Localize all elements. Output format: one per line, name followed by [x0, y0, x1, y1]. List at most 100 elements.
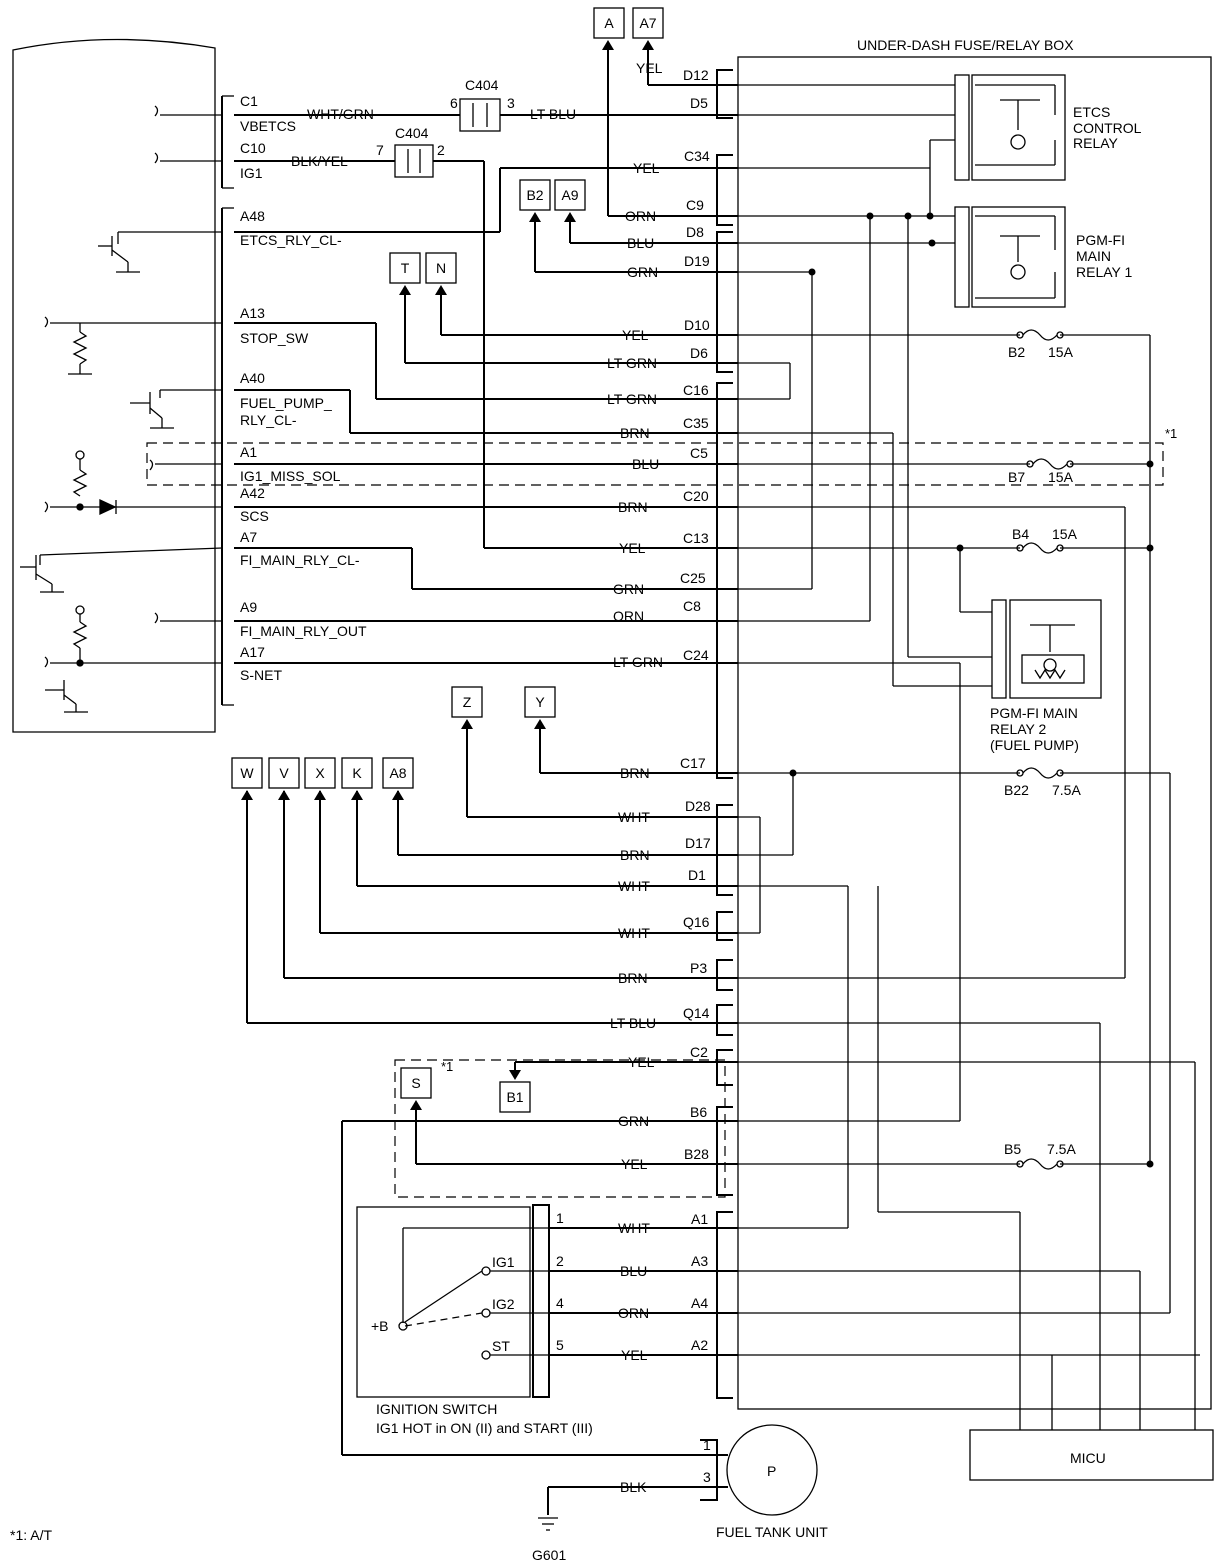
fuel-tank-unit-label: FUEL TANK UNIT [716, 1524, 828, 1540]
terminal-id: C25 [680, 570, 706, 586]
fuse-box-connectors [716, 69, 733, 1399]
arrow-icon [410, 1100, 422, 1110]
reference-box [632, 7, 664, 39]
arrow-icon [392, 790, 404, 800]
arrow-icon [351, 790, 363, 800]
pcm-pin-name: FI_MAIN_RLY_OUT [240, 623, 367, 639]
terminal-id: B28 [684, 1146, 709, 1162]
ignition-pin: 4 [556, 1295, 564, 1311]
reference-label: K [352, 765, 362, 781]
pcm-pin: A40 [240, 370, 265, 386]
reference-box [451, 686, 483, 718]
ignition-switch-label: IGNITION SWITCH [376, 1401, 497, 1417]
fuel-pump-wire-color: BLK [620, 1479, 647, 1495]
relay-label: PGM-FI [1076, 232, 1125, 248]
reference-box [593, 7, 625, 39]
c404-connector [394, 98, 501, 178]
pcm-pin: C1 [240, 93, 258, 109]
terminal-id: C20 [683, 488, 709, 504]
terminal-id: C9 [686, 197, 704, 213]
reference-label: A8 [389, 765, 406, 781]
pcm-pin-name: S-NET [240, 667, 282, 683]
ignition-contact: IG2 [492, 1296, 515, 1312]
terminal-id: D10 [684, 317, 710, 333]
reference-label: Y [535, 694, 545, 710]
arrow-icon [529, 212, 541, 222]
terminal-id: A1 [691, 1211, 708, 1227]
terminal-id: C16 [683, 382, 709, 398]
ground-label: G601 [532, 1547, 566, 1563]
terminal-id: D17 [685, 835, 711, 851]
fuse-rating: 15A [1048, 469, 1074, 485]
ignition-contact: IG1 [492, 1254, 515, 1270]
pcm-pin: A1 [240, 444, 257, 460]
ignition-pin: 2 [556, 1253, 564, 1269]
reference-label: B1 [506, 1089, 523, 1105]
terminal-id: D12 [683, 67, 709, 83]
terminal-id: D8 [686, 224, 704, 240]
terminal-id: D6 [690, 345, 708, 361]
ignition-switch-box [356, 1206, 531, 1398]
reference-label: A9 [561, 187, 578, 203]
ignition-pin: 5 [556, 1337, 564, 1353]
reference-label: W [240, 765, 254, 781]
arrow-icon [314, 790, 326, 800]
wire-color: LT BLU [530, 106, 576, 122]
fuse-rating: 15A [1052, 526, 1078, 542]
relay-label: PGM-FI MAIN [990, 705, 1078, 721]
pcm-pin-name: IG1_MISS_SOL [240, 468, 341, 484]
fuel-pump-pin: 1 [703, 1437, 711, 1453]
reference-label: S [411, 1075, 420, 1091]
fuse-symbols [1016, 329, 1074, 1170]
fuse-id: B4 [1012, 526, 1029, 542]
pcm-pin-name: RLY_CL- [240, 412, 297, 428]
pcm-pin: A13 [240, 305, 265, 321]
reference-box [382, 757, 414, 789]
terminal-id: D19 [684, 253, 710, 269]
terminal-id: P3 [690, 960, 707, 976]
at-only-region-s [394, 1059, 726, 1198]
terminal-id: B6 [690, 1104, 707, 1120]
wires [234, 42, 738, 1515]
arrow-icon [534, 719, 546, 729]
pcm-pin-name: STOP_SW [240, 330, 309, 346]
pgm-fi-main-relay-2 [991, 599, 1102, 699]
relay-label: RELAY 1 [1076, 264, 1133, 280]
c404-label: C404 [465, 77, 499, 93]
terminal-id: D5 [690, 95, 708, 111]
ignition-switch-internal [398, 1227, 549, 1360]
footnote-mark: *1 [441, 1059, 453, 1074]
pcm-pin: A17 [240, 644, 265, 660]
fuse-id: B7 [1008, 469, 1025, 485]
ignition-pin: 1 [556, 1210, 564, 1226]
footnote: *1: A/T [10, 1527, 52, 1543]
terminal-id: C8 [683, 598, 701, 614]
ignition-contact: +B [371, 1318, 389, 1334]
fuse-id: B22 [1004, 782, 1029, 798]
pcm-pin-name: IG1 [240, 165, 263, 181]
fuse-id: B2 [1008, 344, 1025, 360]
reference-box [231, 757, 263, 789]
terminal-id: C2 [690, 1044, 708, 1060]
pcm-pin: A48 [240, 208, 265, 224]
terminal-id: C13 [683, 530, 709, 546]
reference-box [499, 1081, 531, 1113]
terminal-id: C5 [690, 445, 708, 461]
c404-pin: 7 [376, 142, 384, 158]
arrow-icon [241, 790, 253, 800]
reference-box [519, 179, 551, 211]
pcm-outline [12, 38, 216, 733]
fuse-id: B5 [1004, 1141, 1021, 1157]
fuel-pump-symbol [726, 1424, 818, 1516]
wire-color: WHT/GRN [307, 106, 374, 122]
pcm-pin-name: SCS [240, 508, 269, 524]
wire-color: YEL [636, 60, 663, 76]
ignition-switch-note: IG1 HOT in ON (II) and START (III) [376, 1420, 593, 1436]
micu-box [969, 1429, 1214, 1481]
c404-pin: 2 [437, 142, 445, 158]
arrow-icon [642, 40, 654, 50]
relay-label: RELAY [1073, 135, 1119, 151]
reference-label: N [436, 260, 446, 276]
